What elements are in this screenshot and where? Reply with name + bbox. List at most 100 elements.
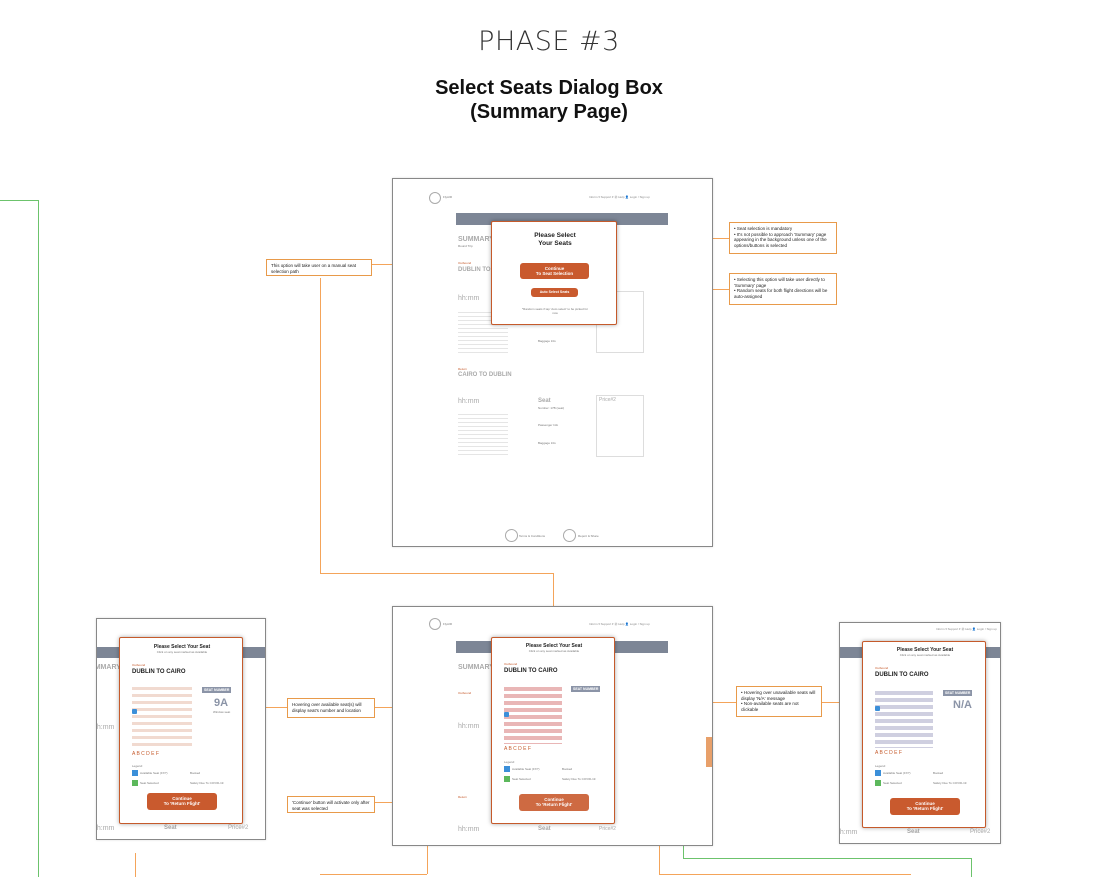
selected-seat-left[interactable] (132, 709, 137, 714)
terms-plus-icon[interactable] (505, 529, 518, 542)
seat-dialog-title-left: Please Select Your Seat (153, 644, 211, 650)
seat-dialog-sub-center: Click on any seat marked as Available (528, 649, 580, 653)
legend-covid-center: Safety Due To COVID-19 (562, 777, 596, 781)
side-tab[interactable] (706, 737, 712, 767)
continue-return-button-right[interactable]: Continue To 'Return Flight' (890, 798, 960, 815)
seat-label-left: Seat (164, 825, 177, 831)
note-unavailable-2: Non-available seats are not clickable (741, 701, 817, 712)
flow-line-bottom-mid-up (427, 843, 428, 874)
legend-covid-left: Safety Due To COVID-19 (190, 781, 224, 785)
flow-line-bottom-left (135, 853, 136, 877)
route-left: DUBLIN TO CAIRO (132, 669, 186, 675)
seat-grid-right[interactable] (875, 688, 933, 748)
note-manual-path: This option will take user on a manual s… (266, 259, 372, 276)
page-title-line1: Select Seats Dialog Box (435, 77, 663, 99)
logo-icon (429, 192, 441, 204)
flight-details-2 (458, 411, 508, 456)
outbound-label-left: Outbound (132, 663, 146, 667)
note-mandatory-1: Seat selection is mandatory (734, 226, 832, 232)
continue-return-button-center[interactable]: Continue To 'Return Flight' (519, 794, 589, 811)
seat-dialog-center: Please Select Your Seat Click on any sea… (491, 637, 615, 824)
passenger-label-return: Passenger Info (538, 423, 559, 427)
cols-left: A B C D E F (132, 751, 159, 757)
available-seat-center[interactable] (504, 712, 509, 717)
outbound-label-center-bg: Outbound (458, 691, 472, 695)
seat-select-screen-right: Inform ▾ Support ▾ Ⓜ Help 👤 Login / Sign… (839, 622, 1001, 844)
seat-grid-center[interactable] (504, 684, 562, 744)
seat-number-label-center: SEAT NUMBER (571, 686, 601, 692)
price-label-2: Price#2 (599, 397, 616, 403)
flow-line-hover-unavailable-2 (822, 702, 840, 703)
continue-return-button-left[interactable]: Continue To 'Return Flight' (147, 793, 217, 810)
return-label: Return (458, 367, 468, 371)
continue-seat-selection-button[interactable]: Continue To Seat Selection (520, 263, 589, 279)
note-unavailable-1: Hovering over unavailable seats will dis… (741, 690, 817, 701)
note-continue-active: 'Continue' button will activate only aft… (287, 796, 375, 813)
select-seats-dialog: Please Select Your Seats Continue To Sea… (491, 221, 617, 325)
green-flow-line-right (971, 858, 972, 877)
seat-dialog-sub-left: Click on any seat marked as Available (156, 650, 208, 654)
flow-line-bottom-right-up (659, 843, 660, 874)
legend-available-icon-center (504, 766, 510, 772)
continue-return-line1-left: Continue (172, 796, 192, 801)
flow-line-bottom-mid (320, 874, 427, 875)
price-label-right: Price#2 (970, 829, 991, 835)
dialog-title-line2: Your Seats (538, 240, 572, 247)
report-link[interactable]: Report & Share (578, 534, 599, 538)
top-nav-center[interactable]: Inform ▾ Support ▾ Ⓜ Help 👤 Login / Sign… (589, 622, 650, 626)
note-mandatory: Seat selection is mandatoryIt's not poss… (729, 222, 837, 254)
brand-name-center: FlyAIR (443, 622, 452, 626)
price-label-center: Price#2 (599, 826, 616, 832)
return-route: CAIRO TO DUBLIN (458, 372, 512, 378)
legend-selected-icon-center (504, 776, 510, 782)
green-flow-line-bottom (683, 858, 971, 859)
legend-covid-right: Safety Due To COVID-19 (933, 781, 967, 785)
note-hover-unavailable: Hovering over unavailable seats will dis… (736, 686, 822, 717)
legend-selected-icon-left (132, 780, 138, 786)
legend-available-left: Available Seat (FX?) (140, 771, 168, 775)
legend-available-icon-right (875, 770, 881, 776)
legend-title-left: Legend: (132, 764, 143, 768)
note-mandatory-2: It's not possible to approach 'Summary' … (734, 232, 832, 249)
continue-line2: To Seat Selection (535, 271, 574, 276)
legend-selected-center: Seat Selected (512, 777, 531, 781)
page-title-line2: (Summary Page) (470, 101, 628, 123)
note-auto-select: Selecting this option will take user dir… (729, 273, 837, 305)
note-auto-2: Random seats for both flight directions … (734, 288, 832, 299)
legend-booked-center: Booked (562, 767, 573, 771)
outbound-label-right: Outbound (875, 666, 889, 670)
route-right: DUBLIN TO CAIRO (875, 672, 929, 678)
time-outbound: hh:mm (458, 295, 480, 302)
legend-available-right: Available Seat (FX?) (883, 771, 911, 775)
top-nav-right[interactable]: Inform ▾ Support ▾ Ⓜ Help 👤 Login / Sign… (936, 627, 997, 631)
price-label-left: Price#2 (228, 825, 249, 831)
legend-title-right: Legend: (875, 764, 886, 768)
top-nav[interactable]: Inform ▾ Support ▾ Ⓜ Help 👤 Login / Sign… (589, 195, 650, 199)
flow-line-manual-horizontal (320, 573, 553, 574)
legend-booked-right: Booked (933, 771, 944, 775)
dialog-title-line1: Please Select (534, 232, 576, 239)
time-center: hh:mm (458, 723, 480, 730)
legend-selected-left: Seat Selected (140, 781, 159, 785)
summary-title-left: SUMMARY (97, 664, 121, 671)
green-flow-line-top (0, 200, 38, 201)
seat-grid-left[interactable] (132, 683, 192, 749)
terms-link[interactable]: Terms & Conditions (519, 534, 546, 538)
summary-title-center: SUMMARY (458, 664, 494, 671)
outbound-label-center: Outbound (504, 662, 518, 666)
report-plus-icon[interactable] (563, 529, 576, 542)
available-seat-right[interactable] (875, 706, 880, 711)
legend-selected-icon-right (875, 780, 881, 786)
continue-return-line2-center: To 'Return Flight' (535, 802, 573, 807)
auto-select-seats-button[interactable]: Auto Select Seats (531, 288, 578, 297)
flow-line-manual-down (320, 278, 321, 573)
route-center: DUBLIN TO CAIRO (504, 668, 558, 674)
continue-return-line2-left: To 'Return Flight' (163, 801, 201, 806)
baggage-label-1: Baggage Info (538, 339, 556, 343)
time-center-2: hh:mm (458, 826, 480, 833)
seat-dialog-left: Please Select Your Seat Click on any sea… (119, 637, 243, 824)
baggage-label-return: Baggage Info (538, 441, 556, 445)
seat-number-return: Number: 17B (seat) (538, 406, 565, 410)
logo-icon-center (429, 618, 441, 630)
note-auto-1: Selecting this option will take user dir… (734, 277, 832, 288)
